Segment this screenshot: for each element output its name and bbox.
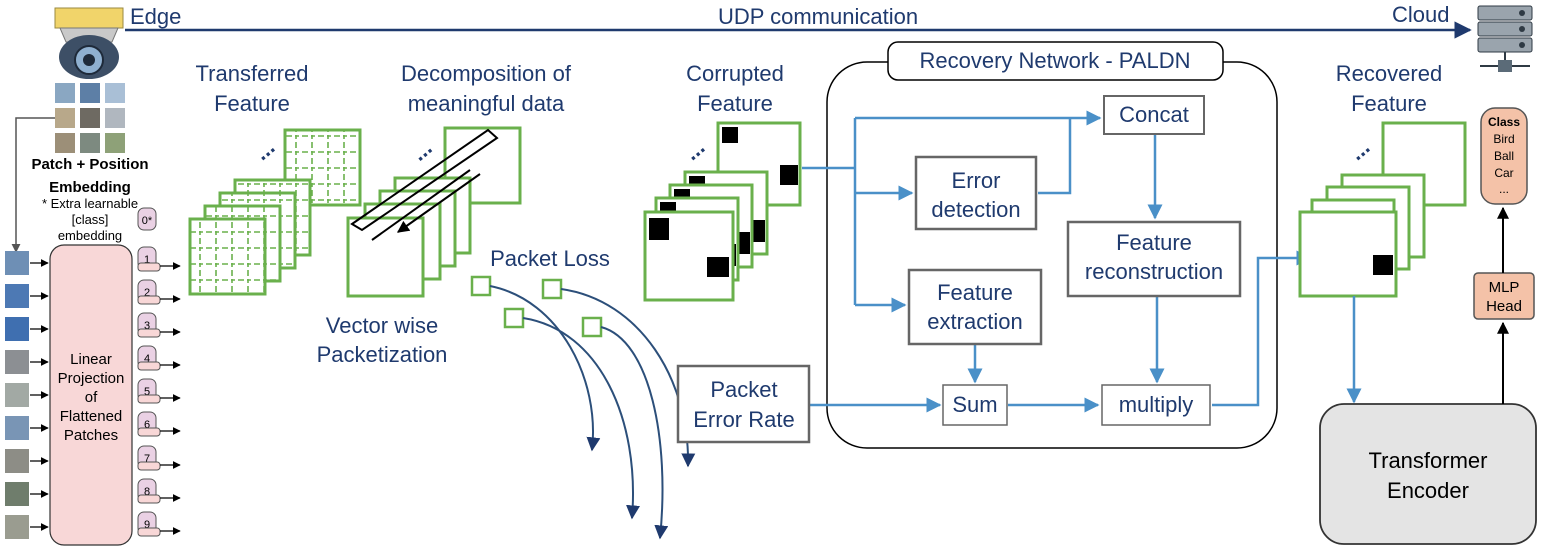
token-6: 6 [137,411,181,437]
linear-line-1: Linear [70,351,112,368]
error-detection-label-2: detection [931,197,1020,222]
recovered-label-1: Recovered [1336,61,1442,86]
token-label: 4 [144,353,150,365]
linear-line-3: of [85,389,98,406]
per-label-1: Packet [710,377,777,402]
token-label: 3 [144,320,150,332]
extra-learnable-3: embedding [58,228,122,243]
error-detection-box [914,155,1038,231]
patch-embed-title-1: Patch + Position [31,156,148,173]
token-1: 1 [137,246,181,272]
feature-reconstruction-box [1066,220,1242,298]
transferred-feature-stack: ... [188,128,362,296]
token-7: 7 [137,445,181,471]
transferred-label-2: Feature [214,91,290,116]
corrupted-label-1: Corrupted [686,61,784,86]
per-label-2: Error Rate [693,407,794,432]
concat-label: Concat [1119,102,1189,127]
extra-learnable-1: * Extra learnable [42,196,138,211]
token-5: 5 [137,378,181,404]
transformer-label-1: Transformer [1369,448,1488,473]
token-label: 9 [144,519,150,531]
svg-text:...: ... [407,135,437,166]
multiply-label: multiply [1119,392,1194,417]
token-label: 1 [144,254,150,266]
server-icon [1477,5,1533,72]
error-detection-label-1: Error [952,168,1001,193]
decomp-label-2: meaningful data [408,91,565,116]
token-0: 0* [137,207,157,231]
class-title: Class [1488,115,1520,129]
token-label: 8 [144,486,150,498]
corrupted-label-2: Feature [697,91,773,116]
sum-label: Sum [952,392,997,417]
patch-thumbnails [5,251,29,539]
class-item-car: Car [1494,166,1513,180]
recovery-connectors [802,110,1312,413]
token-label: 0* [142,215,153,227]
token-4: 4 [137,345,181,371]
recovery-title-box [887,41,1224,81]
linear-line-5: Patches [64,427,118,444]
class-item-ball: Ball [1494,149,1514,163]
reconstruction-label-1: Feature [1116,230,1192,255]
packet-error-rate-box [676,364,811,444]
token-8: 8 [137,478,181,504]
patch-image-icon [55,83,125,153]
svg-text:...: ... [679,134,709,165]
udp-label: UDP communication [718,4,918,29]
transferred-label-1: Transferred [196,61,309,86]
token-label: 6 [144,419,150,431]
linear-line-2: Projection [58,370,125,387]
cloud-label: Cloud [1392,2,1449,27]
token-9: 9 [137,511,181,537]
mlp-label-1: MLP [1489,279,1520,296]
recovery-title: Recovery Network - PALDN [920,48,1191,73]
linear-projection-box [49,244,133,546]
multiply-box [1101,384,1211,426]
token-2: 2 [137,279,181,305]
edge-label: Edge [130,4,181,29]
extra-learnable-2: [class] [72,212,109,227]
extraction-label-2: extraction [927,309,1022,334]
token-label: 2 [144,287,150,299]
svg-text:...: ... [249,134,279,165]
vector-label-1: Vector wise [326,313,439,338]
lost-packets [470,275,696,540]
position-tokens: 0* 1 2 3 4 5 [137,207,181,537]
vector-label-2: Packetization [317,342,448,367]
patch-inputs [30,259,49,531]
patch-connector [11,117,55,253]
sum-box [942,384,1008,426]
transformer-label-2: Encoder [1387,478,1469,503]
extraction-label-1: Feature [937,280,1013,305]
transformer-encoder-box [1319,403,1537,545]
recovered-feature-stack: ... [1298,121,1467,298]
concat-box [1103,95,1205,135]
token-3: 3 [137,312,181,338]
patch-embed-title-2: Embedding [49,179,131,196]
packet-loss-label: Packet Loss [490,246,610,271]
class-output-box [1480,107,1528,205]
feature-extraction-box [907,268,1043,346]
recovered-label-2: Feature [1351,91,1427,116]
decomposition-stack: ... [346,126,522,298]
camera-icon [54,7,124,79]
corrupted-feature-stack: ... [643,121,802,302]
linear-line-4: Flattened [60,408,123,425]
token-label: 5 [144,386,150,398]
svg-text:...: ... [1344,134,1374,165]
token-label: 7 [144,453,150,465]
class-item-bird: Bird [1493,132,1514,146]
reconstruction-label-2: reconstruction [1085,259,1223,284]
class-item-more: ... [1499,182,1509,196]
decomp-label-1: Decomposition of [401,61,572,86]
mlp-label-2: Head [1486,298,1522,315]
